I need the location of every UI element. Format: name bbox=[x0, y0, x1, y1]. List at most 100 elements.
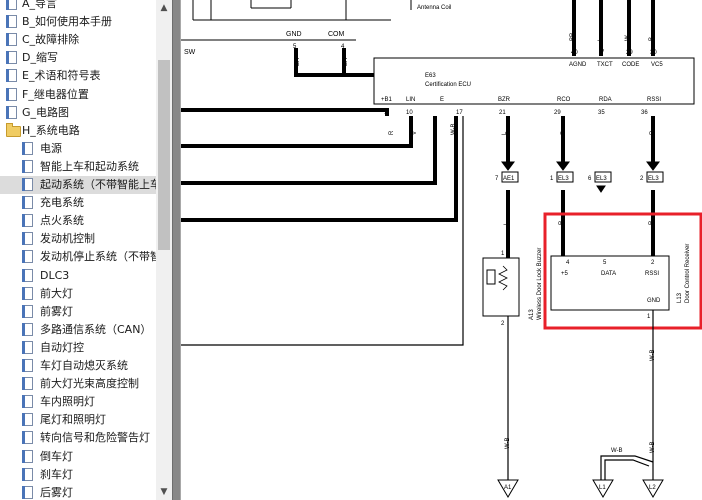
tree-item-label: 充电系统 bbox=[40, 196, 84, 210]
l13-wire-rssi-color: R bbox=[649, 220, 655, 225]
tree-item[interactable]: G_电路图 bbox=[0, 104, 156, 122]
scroll-thumb[interactable] bbox=[158, 60, 170, 250]
tree-scrollbar[interactable]: ▲ ▼ bbox=[156, 0, 172, 500]
tree-item[interactable]: 点火系统 bbox=[0, 212, 156, 230]
tree-item[interactable]: 转向信号和危险警告灯 bbox=[0, 429, 156, 447]
ecu-description: Certification ECU bbox=[425, 82, 471, 88]
ground-l1-label: L1 bbox=[599, 485, 606, 491]
ground-wire-color-2: W-B bbox=[650, 441, 656, 453]
tree-item[interactable]: E_术语和符号表 bbox=[0, 67, 156, 85]
tree-item[interactable]: 发动机停止系统（不带智 bbox=[0, 248, 156, 266]
document-icon bbox=[6, 87, 17, 101]
tree-item-label: 自动灯控 bbox=[40, 340, 84, 354]
tree-item[interactable]: 前大灯光束高度控制 bbox=[0, 375, 156, 393]
document-icon bbox=[22, 141, 33, 155]
tree-item[interactable]: 前雾灯 bbox=[0, 303, 156, 321]
l13-label-plus5: +5 bbox=[561, 271, 569, 277]
scroll-up-arrow-icon[interactable]: ▲ bbox=[160, 3, 168, 13]
upper-component-frame bbox=[181, 0, 412, 41]
tree-item[interactable]: 多路通信系统（CAN） bbox=[0, 321, 156, 339]
tree-item[interactable]: 刹车灯 bbox=[0, 466, 156, 484]
connector-el3-rssi-pin: 2 bbox=[640, 176, 644, 182]
document-icon bbox=[22, 431, 33, 445]
ecu-wire-arrows bbox=[501, 161, 660, 193]
tree-item[interactable]: 智能上车和起动系统 bbox=[0, 158, 156, 176]
ecu-pin-e-number: 17 bbox=[456, 110, 463, 116]
connector-el3-rda-pin: 6 bbox=[588, 176, 592, 182]
ecu-wire-code-color: W bbox=[625, 35, 631, 41]
tree-item-label: D_缩写 bbox=[22, 51, 58, 65]
connector-el3-rssi-name: EL3 bbox=[648, 176, 659, 182]
document-icon bbox=[22, 214, 33, 228]
ecu-pin-code-label: CODE bbox=[622, 62, 639, 68]
wiring-diagram-pane: Antenna Coil GND COM SW 5 4 BR BR E63 Ce… bbox=[181, 0, 702, 500]
l13-pin-5: 5 bbox=[603, 260, 607, 266]
ecu-pin-rco-number: 29 bbox=[554, 110, 561, 116]
tree-item-label: DLC3 bbox=[40, 268, 70, 282]
tree-item[interactable]: A_导言 bbox=[0, 0, 156, 13]
document-icon bbox=[22, 286, 33, 300]
tree-item[interactable]: DLC3 bbox=[0, 267, 156, 285]
tree-item-label: 前大灯 bbox=[40, 286, 73, 300]
document-icon bbox=[6, 69, 17, 83]
document-icon bbox=[6, 51, 17, 65]
tree-item[interactable]: B_如何使用本手册 bbox=[0, 13, 156, 31]
wiring-diagram: Antenna Coil GND COM SW 5 4 BR BR E63 Ce… bbox=[181, 0, 702, 498]
ecu-pin-code-number: 29 bbox=[626, 50, 633, 56]
tree-item[interactable]: 起动系统（不带智能上车 bbox=[0, 176, 156, 194]
tree-item-label: 电源 bbox=[40, 141, 62, 155]
ecu-pin-rssi-label: RSSI bbox=[647, 97, 661, 103]
document-icon bbox=[6, 33, 17, 47]
tree-item[interactable]: 车灯自动熄灭系统 bbox=[0, 357, 156, 375]
tree-item[interactable]: 自动灯控 bbox=[0, 339, 156, 357]
tree-item-label: 车灯自动熄灭系统 bbox=[40, 359, 128, 372]
tree-item[interactable]: C_故障排除 bbox=[0, 31, 156, 49]
l13-label-gnd: GND bbox=[647, 298, 661, 304]
tree-item[interactable]: 发动机控制 bbox=[0, 230, 156, 248]
tree-item[interactable]: 电源 bbox=[0, 140, 156, 158]
tree-item-label: 转向信号和危险警告灯 bbox=[40, 431, 150, 445]
document-icon bbox=[22, 467, 33, 481]
sw-terminal-label: SW bbox=[184, 49, 196, 56]
tree-item-label: 多路通信系统（CAN） bbox=[40, 322, 152, 336]
document-icon bbox=[22, 196, 33, 210]
document-icon bbox=[22, 340, 33, 354]
l13-wire-rco-color: R bbox=[559, 220, 565, 225]
document-icon bbox=[22, 377, 33, 391]
l13-name: Door Control Receiver bbox=[685, 244, 691, 303]
tree-item-label: 尾灯和照明灯 bbox=[40, 413, 106, 427]
tree-item[interactable]: 前大灯 bbox=[0, 285, 156, 303]
document-icon bbox=[22, 159, 33, 173]
document-icon bbox=[22, 322, 33, 336]
tree-item[interactable]: 车内照明灯 bbox=[0, 393, 156, 411]
ecu-pin-rssi-number: 36 bbox=[641, 110, 648, 116]
harness-wires bbox=[181, 48, 458, 222]
ecu-pin-vc5-label: VC5 bbox=[651, 62, 663, 68]
tree-item[interactable]: 后雾灯 bbox=[0, 484, 156, 500]
ecu-pin-txct-label: TXCT bbox=[597, 62, 613, 68]
document-icon bbox=[22, 359, 33, 372]
document-icon bbox=[22, 395, 33, 409]
pane-splitter[interactable] bbox=[172, 0, 181, 500]
tree-item[interactable]: D_缩写 bbox=[0, 49, 156, 67]
ecu-wire-vc5-color: B bbox=[649, 37, 655, 41]
connector-el3-rda-name: EL3 bbox=[596, 176, 607, 182]
ecu-pin-txct-number: 7 bbox=[601, 50, 605, 56]
ecu-wire-bzr-color: L bbox=[502, 131, 508, 135]
ecu-pin-agnd-label: AGND bbox=[569, 62, 587, 68]
tree-item-label: 发动机控制 bbox=[40, 232, 95, 246]
tree-item-label: G_电路图 bbox=[22, 105, 70, 119]
tree-item[interactable]: 倒车灯 bbox=[0, 448, 156, 466]
tree-item[interactable]: H_系统电路 bbox=[0, 122, 156, 140]
tree-item[interactable]: 充电系统 bbox=[0, 194, 156, 212]
ecu-pin-e-label: E bbox=[440, 97, 444, 103]
tree-item-label: B_如何使用本手册 bbox=[22, 15, 113, 29]
connector-el3-rda bbox=[594, 171, 612, 183]
gnd-pin-number: 5 bbox=[293, 44, 297, 50]
tree-item[interactable]: 尾灯和照明灯 bbox=[0, 411, 156, 429]
document-icon bbox=[22, 268, 33, 282]
tree-item[interactable]: F_继电器位置 bbox=[0, 86, 156, 104]
scroll-down-arrow-icon[interactable]: ▼ bbox=[160, 487, 168, 497]
tree-item-label: 车内照明灯 bbox=[40, 395, 95, 409]
